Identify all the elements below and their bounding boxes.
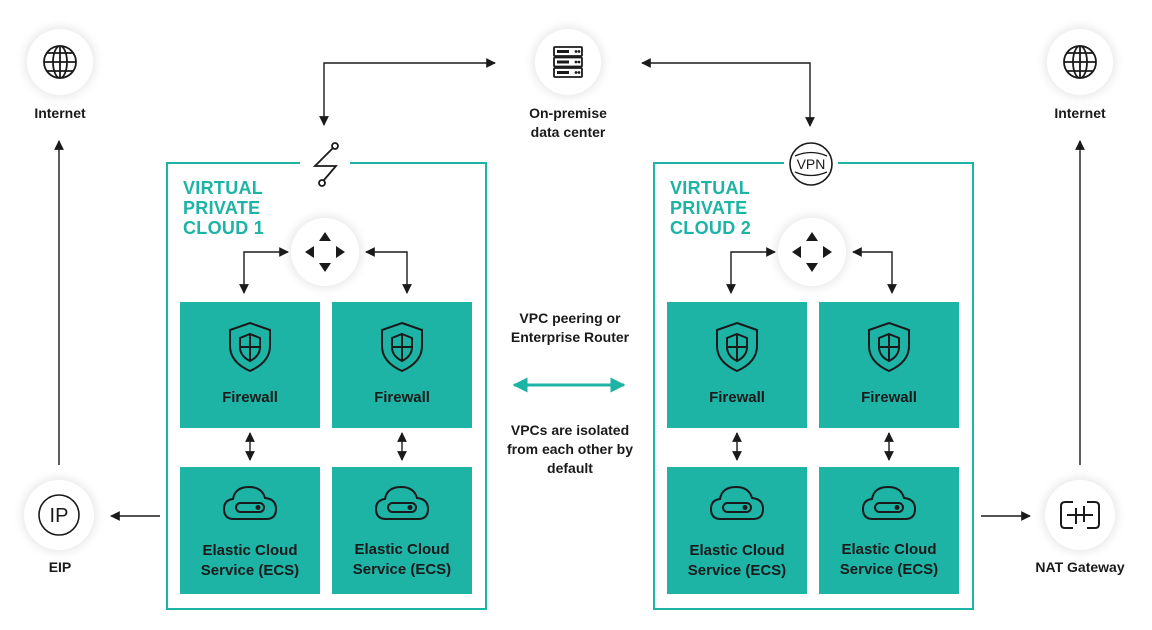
vpc1-router-right-connector (365, 247, 412, 294)
firewall-label: Firewall (861, 389, 917, 406)
internet-right-node (1047, 29, 1113, 95)
vpc1-router-left-connector (239, 247, 289, 294)
vpc1-firewall-a: Firewall (180, 302, 320, 428)
cloud-server-icon (222, 485, 278, 520)
vpc1-border-gap (300, 158, 350, 168)
shield-icon (229, 321, 271, 373)
ip-icon: IP (38, 494, 80, 536)
router-arrows-icon (305, 232, 345, 272)
firewall-label: Firewall (709, 389, 765, 406)
datacenter-node (535, 29, 601, 95)
shield-icon (868, 321, 910, 373)
svg-text:IP: IP (50, 505, 69, 527)
router-arrows-icon (792, 232, 832, 272)
cloud-server-icon (709, 485, 765, 520)
internet-right-label: Internet (1054, 105, 1106, 121)
nat-gateway-label: NAT Gateway (1035, 559, 1125, 575)
vpc2-router-left-connector (726, 247, 776, 294)
cloud-server-icon (861, 485, 917, 520)
nat-gateway-node (1045, 480, 1115, 550)
eip-label: EIP (48, 559, 72, 575)
globe-icon (1063, 45, 1097, 79)
globe-icon (43, 45, 77, 79)
vpn-icon-text: VPN (797, 156, 826, 172)
dc-to-vpc1-connector (319, 58, 496, 126)
dc-to-vpc2-connector (641, 58, 815, 127)
nat-gateway-icon (1060, 501, 1100, 529)
direct-connect-icon (312, 142, 339, 187)
vpc2-router (778, 218, 846, 286)
shield-icon (716, 321, 758, 373)
firewall-label: Firewall (374, 389, 430, 406)
vpc2-firewall-a: Firewall (667, 302, 807, 428)
vpn-node: VPN (787, 140, 835, 188)
cloud-server-icon (374, 485, 430, 520)
server-icon (553, 46, 583, 78)
internet-left-node (27, 29, 93, 95)
vpn-icon: VPN (789, 142, 833, 186)
shield-icon (381, 321, 423, 373)
vpc2-router-right-connector (852, 247, 897, 294)
vpc1-firewall-b: Firewall (332, 302, 472, 428)
firewall-label: Firewall (222, 389, 278, 406)
internet-left-label: Internet (34, 105, 86, 121)
vpc1-router (291, 218, 359, 286)
eip-node: IP (24, 480, 94, 550)
vpc2-firewall-b: Firewall (819, 302, 959, 428)
